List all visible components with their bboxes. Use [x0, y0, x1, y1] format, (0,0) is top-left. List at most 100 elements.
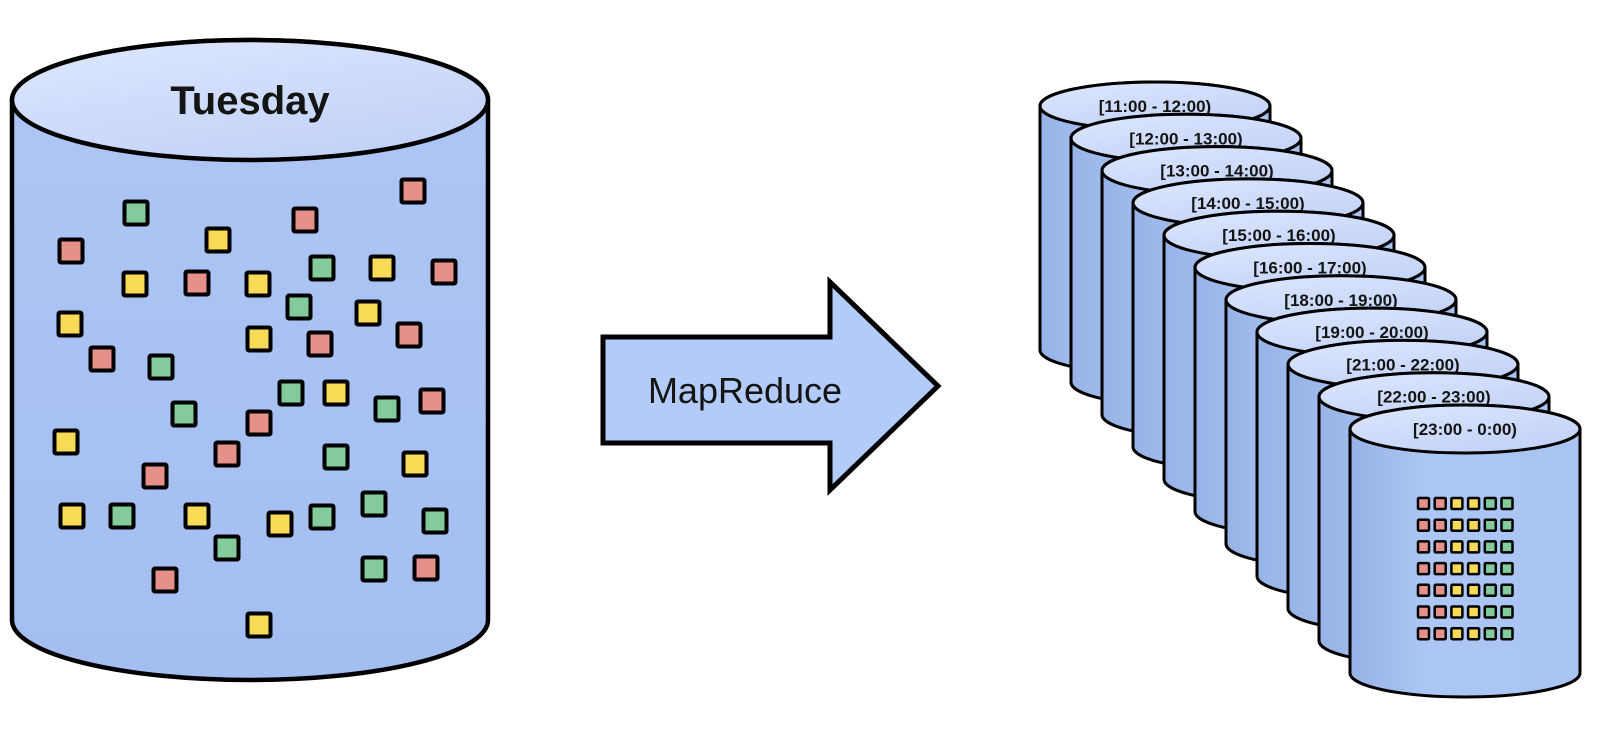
- record-square-red: [412, 554, 440, 582]
- sorted-record-square-yellow: [1450, 496, 1464, 511]
- sorted-record-square-red: [1433, 605, 1447, 619]
- sorted-record-square-red: [1416, 540, 1431, 554]
- sorted-record-square-red: [1433, 561, 1447, 576]
- arrow-label: MapReduce: [648, 370, 842, 411]
- sorted-record-square-red: [1433, 518, 1447, 532]
- record-square-red: [141, 462, 169, 490]
- sorted-record-square-yellow: [1466, 605, 1481, 619]
- record-square-yellow: [183, 502, 211, 530]
- record-square-red: [88, 345, 116, 373]
- source-cylinder-label: Tuesday: [170, 79, 330, 123]
- sorted-record-square-yellow: [1450, 518, 1464, 532]
- sorted-record-square-green: [1500, 626, 1514, 641]
- record-square-red: [183, 269, 211, 297]
- record-square-green: [360, 490, 388, 518]
- sorted-record-square-green: [1483, 540, 1498, 554]
- sorted-record-square-red: [1416, 496, 1431, 511]
- record-square-yellow: [266, 510, 294, 538]
- output-cylinder-label: [12:00 - 13:00): [1129, 129, 1242, 148]
- record-square-green: [122, 199, 150, 227]
- sorted-record-square-green: [1483, 626, 1498, 641]
- record-square-green: [170, 400, 198, 428]
- record-square-yellow: [354, 299, 382, 327]
- record-square-red: [430, 258, 458, 286]
- output-cylinder-label: [23:00 - 0:00): [1413, 420, 1517, 439]
- sorted-record-square-yellow: [1466, 561, 1481, 576]
- output-cylinder-label: [22:00 - 23:00): [1377, 388, 1490, 407]
- record-square-red: [418, 387, 446, 415]
- sorted-record-square-red: [1433, 583, 1447, 598]
- sorted-record-square-yellow: [1450, 583, 1464, 598]
- record-square-yellow: [245, 611, 273, 639]
- sorted-record-square-green: [1500, 518, 1514, 532]
- output-cylinder-label: [21:00 - 22:00): [1346, 355, 1459, 374]
- sorted-record-square-yellow: [1466, 496, 1481, 511]
- sorted-record-square-yellow: [1466, 583, 1481, 598]
- record-square-green: [360, 555, 388, 583]
- sorted-record-square-red: [1416, 626, 1431, 641]
- record-square-yellow: [245, 325, 273, 353]
- record-square-green: [285, 293, 313, 321]
- record-square-yellow: [121, 270, 149, 298]
- record-square-green: [108, 502, 136, 530]
- record-square-yellow: [52, 428, 80, 456]
- record-square-green: [308, 503, 336, 531]
- record-square-yellow: [368, 254, 396, 282]
- output-cylinder: [23:00 - 0:00): [1348, 403, 1582, 699]
- record-square-red: [291, 206, 319, 234]
- sorted-record-square-red: [1416, 518, 1431, 532]
- record-square-yellow: [58, 502, 86, 530]
- record-square-green: [373, 395, 401, 423]
- record-square-red: [306, 330, 334, 358]
- sorted-record-square-yellow: [1450, 605, 1464, 619]
- source-cylinder: [9, 37, 491, 683]
- sorted-record-square-red: [1416, 561, 1431, 576]
- output-cylinder-label: [13:00 - 14:00): [1160, 162, 1273, 181]
- record-square-yellow: [56, 310, 84, 338]
- sorted-record-square-green: [1500, 583, 1514, 598]
- record-square-red: [151, 566, 179, 594]
- record-square-yellow: [204, 226, 232, 254]
- output-cylinder-top: [1348, 403, 1582, 455]
- output-cylinder-label: [14:00 - 15:00): [1191, 194, 1304, 213]
- sorted-record-square-yellow: [1466, 518, 1481, 532]
- record-square-green: [147, 353, 175, 381]
- record-square-red: [399, 177, 427, 205]
- record-square-yellow: [244, 270, 272, 298]
- output-cylinder-label: [19:00 - 20:00): [1315, 323, 1428, 342]
- output-cylinder-label: [15:00 - 16:00): [1222, 226, 1335, 245]
- output-cylinder-stack: [11:00 - 12:00) [12:00 - 13:00) [13:00 - 1…: [1038, 80, 1582, 699]
- sorted-record-square-green: [1483, 561, 1498, 576]
- record-square-red: [245, 409, 273, 437]
- record-square-green: [322, 443, 350, 471]
- output-cylinder-label: [11:00 - 12:00): [1099, 97, 1211, 116]
- sorted-record-square-green: [1483, 605, 1498, 619]
- sorted-record-square-yellow: [1466, 540, 1481, 554]
- sorted-record-square-red: [1433, 626, 1447, 641]
- sorted-record-square-yellow: [1466, 626, 1481, 641]
- sorted-record-square-green: [1500, 540, 1514, 554]
- sorted-record-square-green: [1483, 518, 1498, 532]
- sorted-record-square-green: [1500, 496, 1514, 511]
- sorted-record-square-green: [1500, 605, 1514, 619]
- sorted-record-square-green: [1483, 496, 1498, 511]
- record-square-yellow: [401, 450, 429, 478]
- sorted-record-square-red: [1416, 605, 1431, 619]
- record-square-red: [395, 321, 423, 349]
- sorted-record-square-yellow: [1450, 626, 1464, 641]
- mapreduce-arrow: MapReduce: [600, 276, 942, 496]
- sorted-record-square-yellow: [1450, 540, 1464, 554]
- record-square-red: [213, 440, 241, 468]
- sorted-record-square-yellow: [1450, 561, 1464, 576]
- record-square-yellow: [322, 379, 350, 407]
- output-cylinder-label: [18:00 - 19:00): [1284, 291, 1397, 310]
- sorted-record-square-red: [1433, 496, 1447, 511]
- sorted-record-square-green: [1500, 561, 1514, 576]
- record-square-red: [57, 237, 85, 265]
- sorted-record-square-red: [1433, 540, 1447, 554]
- record-square-green: [421, 507, 449, 535]
- source-cylinder-top: [9, 37, 491, 163]
- record-square-green: [308, 254, 336, 282]
